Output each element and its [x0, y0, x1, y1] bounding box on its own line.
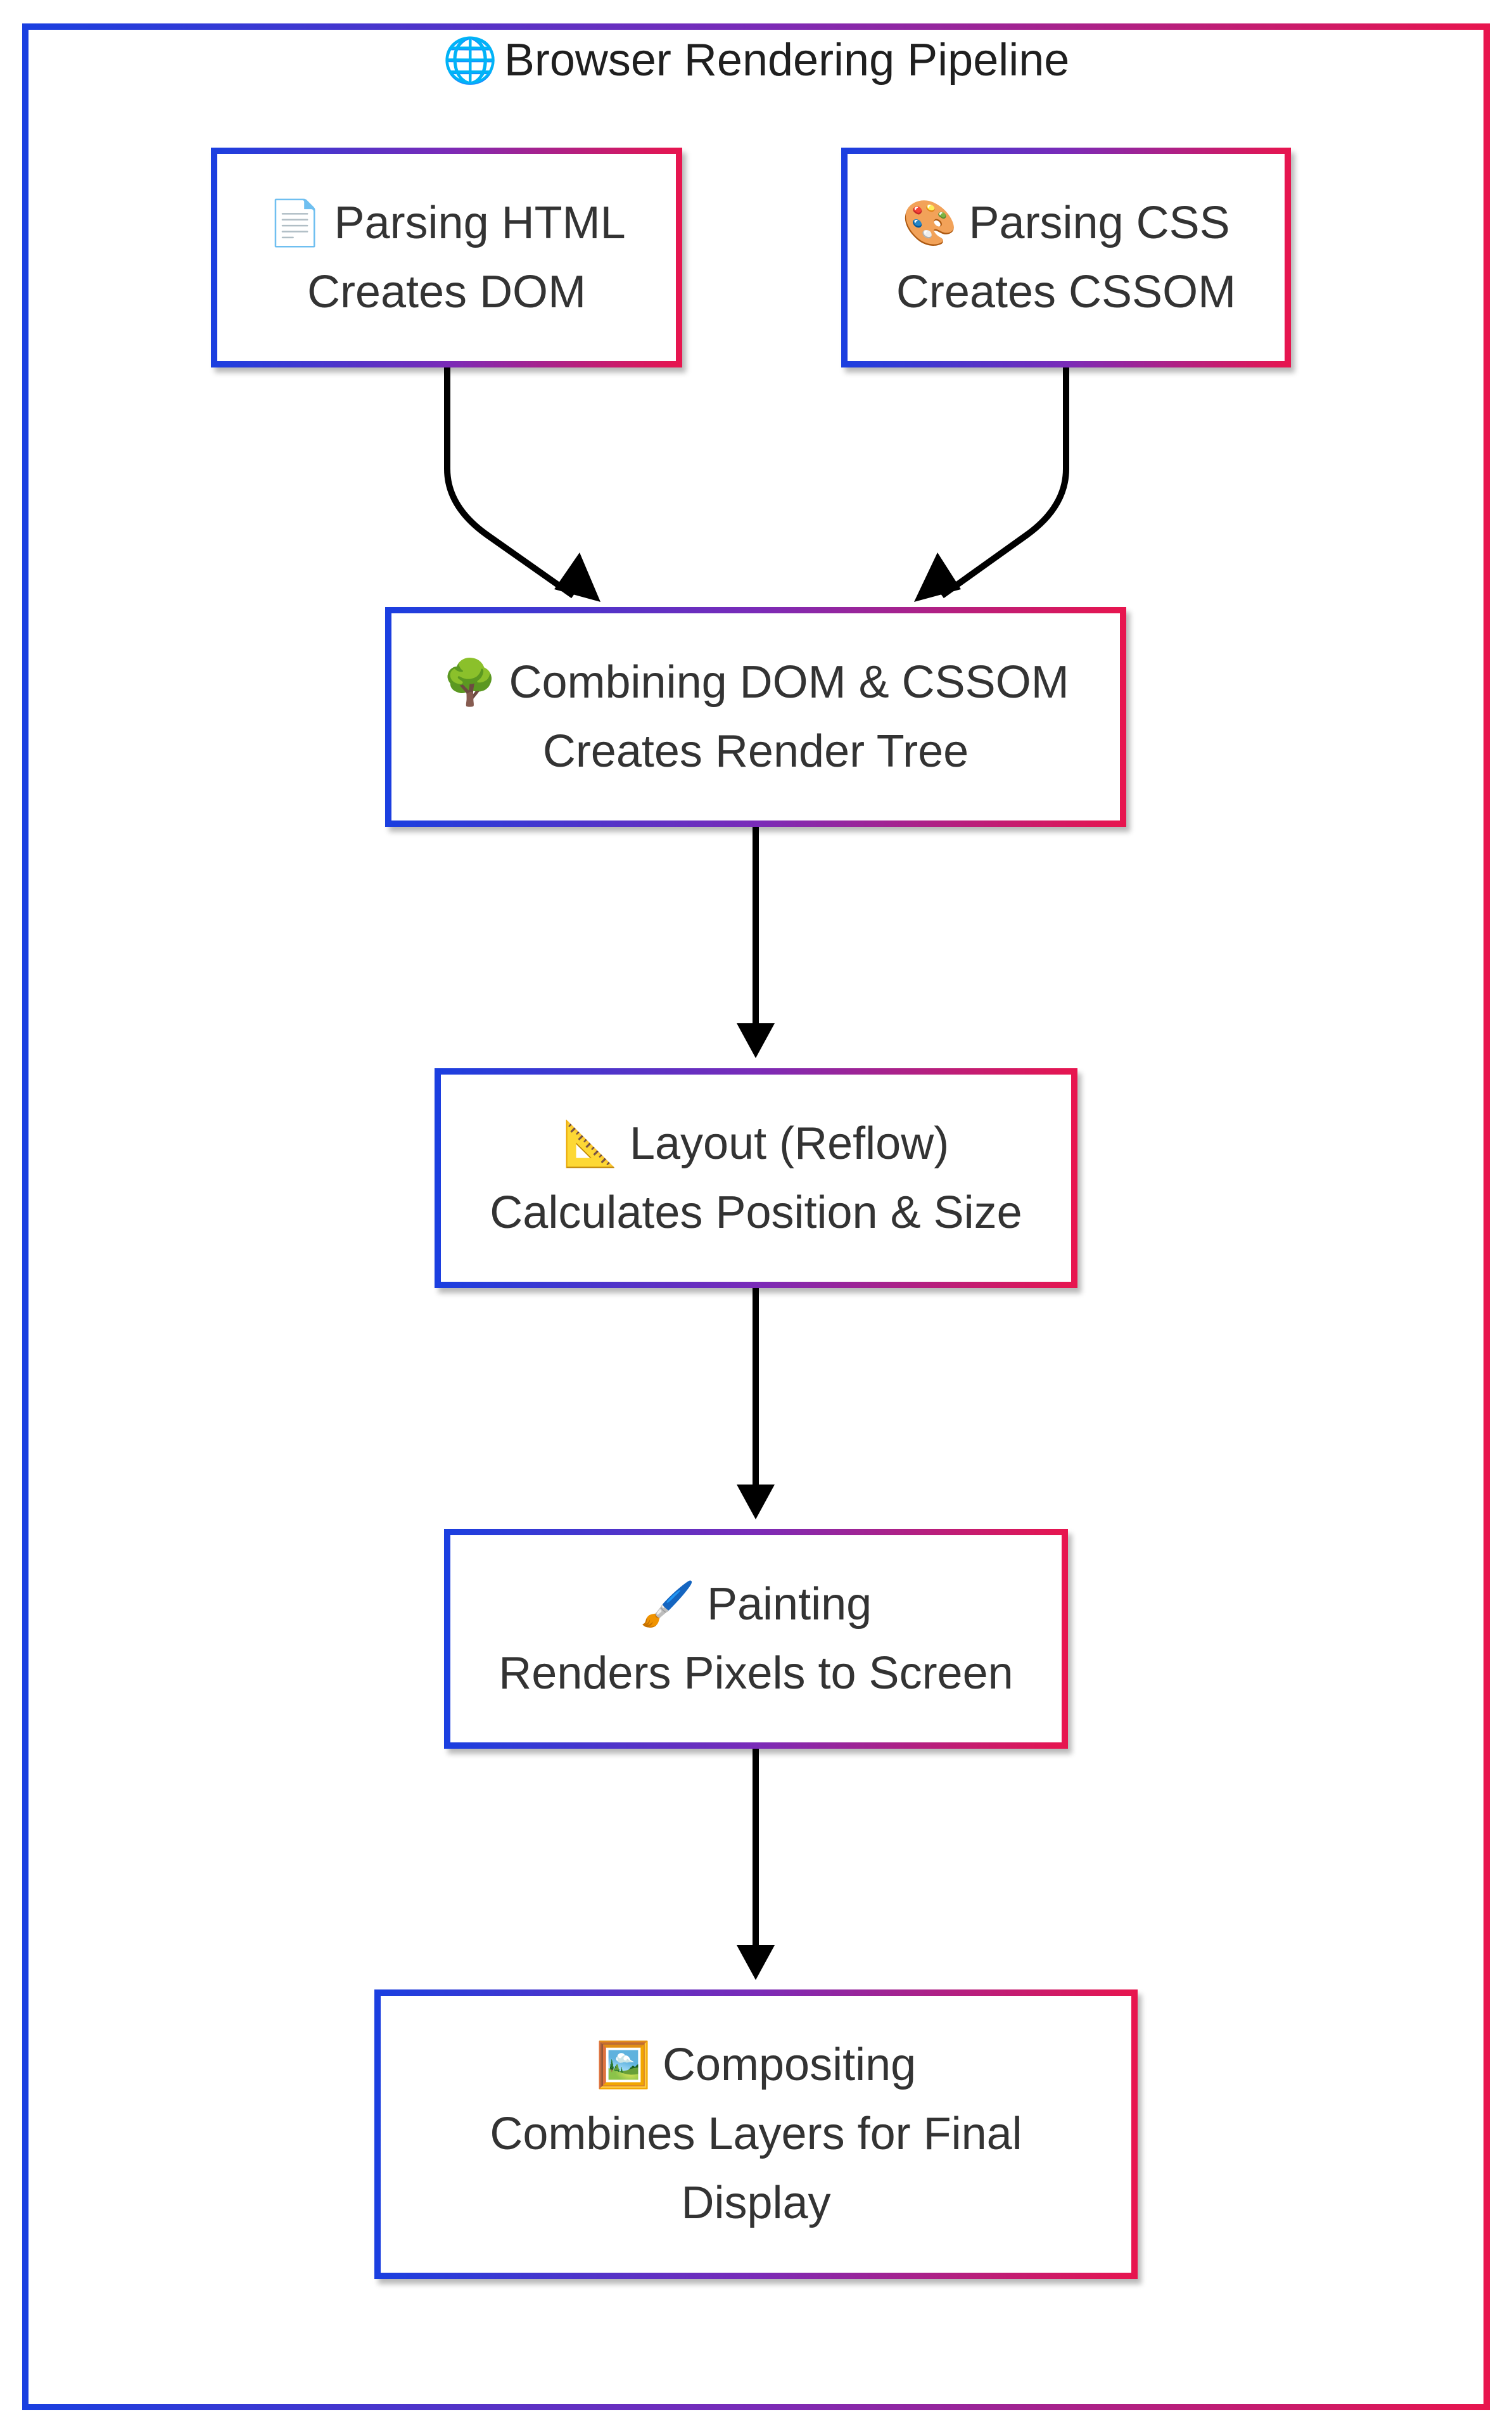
node-parsing-css: 🎨Parsing CSS Creates CSSOM: [841, 148, 1291, 367]
node-render-tree-title: Combining DOM & CSSOM: [509, 656, 1069, 708]
node-parsing-css-title: Parsing CSS: [969, 197, 1230, 248]
node-parsing-html-subtitle: Creates DOM: [307, 266, 587, 317]
node-painting-title: Painting: [706, 1578, 872, 1630]
paintbrush-icon: 🖌️: [640, 1579, 696, 1629]
node-compositing-subtitle-line2: Display: [681, 2178, 831, 2228]
node-compositing-heading: 🖼️Compositing: [596, 2031, 916, 2100]
node-compositing-title: Compositing: [662, 2040, 917, 2090]
edge-css-to-render: [940, 367, 1069, 599]
arrowhead-css-to-render: [914, 552, 961, 602]
node-parsing-css-subtitle: Creates CSSOM: [896, 266, 1236, 317]
node-render-tree: 🌳Combining DOM & CSSOM Creates Render Tr…: [385, 607, 1126, 827]
node-painting: 🖌️Painting Renders Pixels to Screen: [444, 1529, 1068, 1749]
node-parsing-css-heading: 🎨Parsing CSS: [902, 189, 1229, 258]
node-parsing-html: 📄Parsing HTML Creates DOM: [211, 148, 682, 367]
page-icon: 📄: [267, 198, 323, 248]
arrowhead-layout-to-paint: [737, 1485, 775, 1519]
node-parsing-html-title: Parsing HTML: [334, 197, 626, 248]
node-compositing-subtitle: Combines Layers for Final: [490, 2109, 1022, 2159]
framed-picture-icon: 🖼️: [595, 2040, 651, 2090]
palette-icon: 🎨: [902, 198, 958, 248]
node-render-tree-subtitle: Creates Render Tree: [542, 725, 969, 777]
arrowhead-html-to-render: [554, 552, 600, 602]
node-parsing-html-heading: 📄Parsing HTML: [267, 189, 625, 258]
node-painting-heading: 🖌️Painting: [640, 1570, 872, 1639]
node-painting-subtitle: Renders Pixels to Screen: [499, 1647, 1013, 1699]
node-layout: 📐Layout (Reflow) Calculates Position & S…: [435, 1068, 1077, 1288]
arrowhead-paint-to-composite: [737, 1945, 775, 1980]
node-layout-title: Layout (Reflow): [629, 1118, 950, 1169]
node-compositing: 🖼️Compositing Combines Layers for Final …: [374, 1989, 1138, 2279]
pipeline-frame: [22, 23, 1490, 2410]
node-layout-heading: 📐Layout (Reflow): [563, 1109, 949, 1178]
triangular-ruler-icon: 📐: [562, 1118, 618, 1168]
edge-html-to-render: [444, 367, 575, 599]
diagram-title: 🌐Browser Rendering Pipeline: [0, 32, 1512, 89]
globe-icon: 🌐: [442, 35, 498, 85]
tree-icon: 🌳: [442, 657, 498, 707]
arrowhead-render-to-layout: [737, 1023, 775, 1058]
node-render-tree-heading: 🌳Combining DOM & CSSOM: [442, 648, 1069, 717]
diagram-title-text: Browser Rendering Pipeline: [504, 35, 1070, 86]
node-layout-subtitle: Calculates Position & Size: [490, 1187, 1022, 1238]
